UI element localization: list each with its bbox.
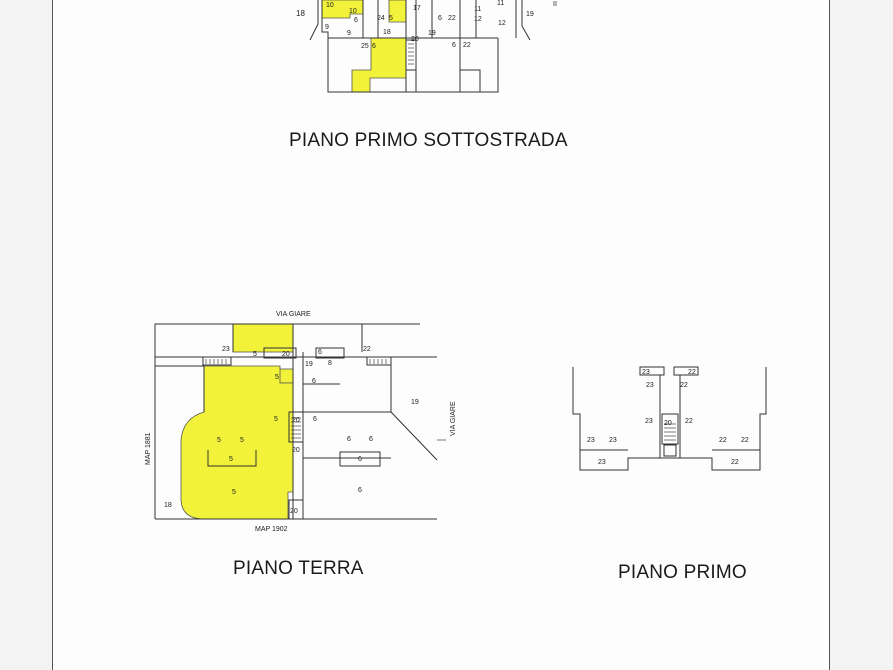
room-label: 5 [389,15,393,22]
room-label: 23 [598,459,606,466]
room-label: 19 [526,11,534,18]
room-label: 10 [326,2,334,9]
room-label: 23 [646,382,654,389]
highlight-area-terra-main [180,365,294,520]
room-label: 22 [363,346,371,353]
room-label: 22 [741,437,749,444]
room-label: 12 [474,16,482,23]
room-label: 22 [448,15,456,22]
room-label: 19 [411,399,419,406]
room-label: 23 [642,369,650,376]
room-label: 11 [497,0,504,7]
room-label: 5 [240,437,244,444]
room-label: 6 [438,15,442,22]
room-label: 12 [498,20,506,27]
room-label: 6 [354,17,358,24]
title-piano-terra: PIANO TERRA [233,558,364,579]
drawing-sheet [52,0,830,670]
room-label: 10 [349,8,357,15]
room-label: 17 [413,5,421,12]
room-label: 5 [274,416,278,423]
room-label: 5 [217,437,221,444]
room-label: 20 [664,420,672,427]
room-label: 23 [609,437,617,444]
room-label: 23 [587,437,595,444]
room-label: II [553,1,557,8]
room-label: 18 [383,29,391,36]
room-label: 6 [452,42,456,49]
highlight-area-terra-top [232,323,294,353]
room-label: 20 [411,36,419,43]
plan-sottostrada: 18 10 10 9 6 24 5 17 18 6 22 11 11 12 12… [296,0,557,93]
room-label: 18 [296,9,305,18]
parcel-label-map-1902: MAP 1902 [255,526,288,533]
room-labels-primo: 23 22 23 22 23 20 22 23 23 22 22 23 22 [587,369,749,466]
room-label: 20 [292,417,300,424]
room-label: 6 [347,436,351,443]
room-label: 9 [325,24,329,31]
hatch-sottostrada [408,43,414,65]
stair-hatch-primo [664,423,676,441]
stair-hatch-terra [205,359,446,441]
room-label: 24 [377,15,385,22]
parcel-label-map-1881: MAP 1881 [145,432,152,465]
room-label: 11 [474,6,481,13]
room-label: 23 [645,418,653,425]
room-label: 22 [463,42,471,49]
walls-piano-primo [572,366,767,471]
room-label: 6 [313,416,317,423]
room-label: 9 [347,30,351,37]
room-label: 22 [719,437,727,444]
room-labels-sottostrada: 18 10 10 9 6 24 5 17 18 6 22 11 11 12 12… [296,0,557,50]
room-label: 5 [253,351,257,358]
room-label: 23 [222,346,230,353]
walls-sottostrada [309,0,531,93]
title-piano-primo-sottostrada: PIANO PRIMO SOTTOSTRADA [289,130,568,151]
room-label: 5 [232,489,236,496]
room-label: 8 [328,360,332,367]
room-label: 6 [358,487,362,494]
room-label: 22 [685,418,693,425]
room-label: 25 [361,43,369,50]
room-label: 5 [275,374,279,381]
title-piano-primo: PIANO PRIMO [618,562,747,583]
street-label-via-giare: VIA GIARE [276,311,311,318]
room-label: 6 [369,436,373,443]
room-label: 6 [358,456,362,463]
walls-piano-terra [154,323,438,520]
room-label: 22 [680,382,688,389]
room-label: 6 [318,349,322,356]
room-label: 20 [282,351,290,358]
street-label-via-giare-side: VIA GIARE [450,401,457,436]
room-label: 6 [372,43,376,50]
room-label: 22 [731,459,739,466]
room-labels-terra: 23 5 20 6 22 19 5 6 20 6 5 5 5 6 6 6 5 6… [164,346,419,515]
room-label: 22 [688,369,696,376]
plan-piano-primo: 23 22 23 22 23 20 22 23 23 22 22 23 22 [572,366,767,471]
room-label: 19 [305,361,313,368]
room-label: 20 [292,447,300,454]
plan-piano-terra: 23 5 20 6 22 19 5 6 20 6 5 5 5 6 6 6 5 6… [145,311,457,533]
room-label: 5 [229,456,233,463]
room-label: 6 [312,378,316,385]
room-label: 18 [164,502,172,509]
room-label: 20 [290,508,298,515]
room-label: 19 [428,30,436,37]
